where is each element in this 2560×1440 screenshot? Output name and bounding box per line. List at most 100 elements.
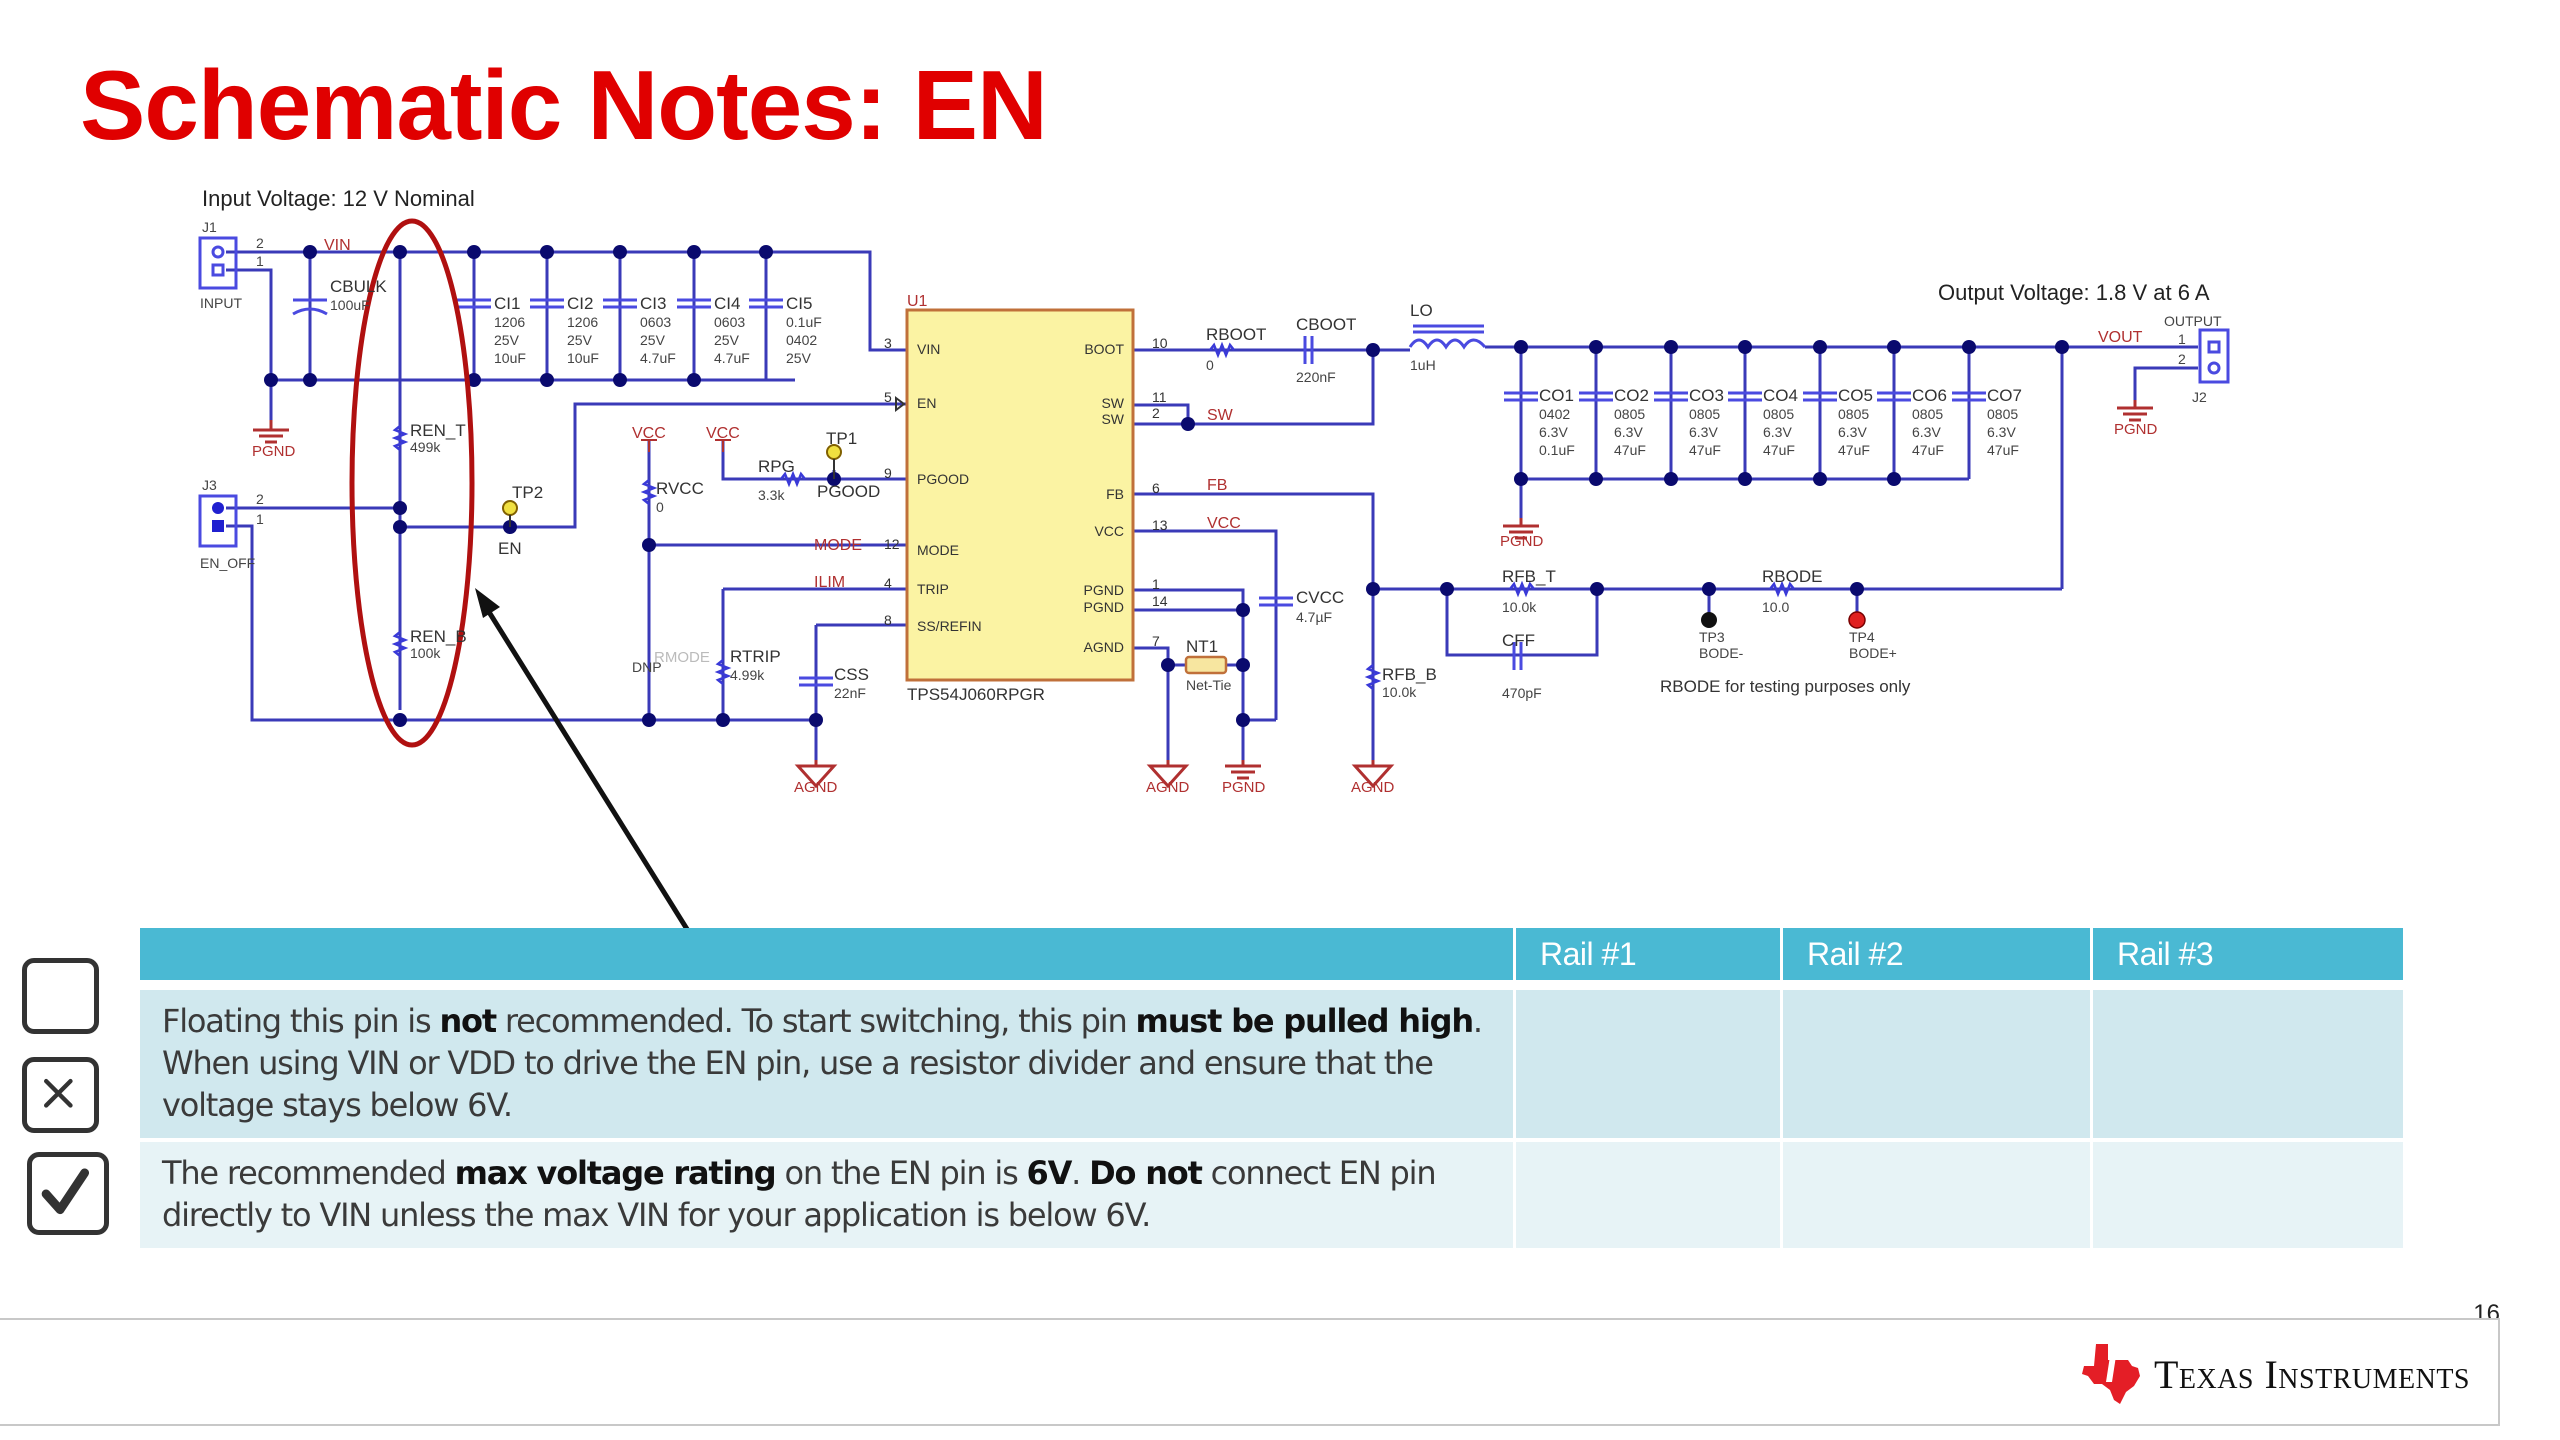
ren-t-ref: REN_T (410, 421, 466, 440)
input-cap-spec: 25V (714, 332, 740, 348)
output-cap-spec: 6.3V (1912, 424, 1941, 440)
emphasis-text: must be pulled high (1135, 1002, 1475, 1040)
output-cap-spec: 47uF (1838, 442, 1870, 458)
rpg-value: 3.3k (758, 487, 785, 503)
output-voltage-label: Output Voltage: 1.8 V at 6 A (1938, 280, 2210, 305)
cvcc-ref: CVCC (1296, 588, 1344, 607)
rail-3-cell[interactable] (2093, 990, 2403, 1138)
table-row: Floating this pin is not recommended. To… (140, 990, 2403, 1138)
pgnd-label-j2: PGND (2114, 421, 2158, 438)
en-port-arrow (895, 396, 906, 412)
output-cap-spec: 0805 (1614, 406, 1645, 422)
schematic-diagram: Input Voltage: 12 V Nominal Output Volta… (198, 186, 2230, 796)
tp2-testpoint (502, 500, 518, 516)
j2-pin2: 2 (2178, 351, 2186, 367)
connector-j2 (2198, 328, 2230, 384)
connector-j3 (198, 494, 238, 548)
u1-pin-number: 2 (1152, 405, 1160, 421)
output-cap-spec: 47uF (1689, 442, 1721, 458)
j2-ref: J2 (2192, 389, 2207, 405)
rfb-t-ref: RFB_T (1502, 567, 1556, 586)
rail-1-cell[interactable] (1516, 1138, 1780, 1248)
ren-t-value: 499k (410, 439, 441, 455)
input-cap-labels: CI1120625V10uFCI2120625V10uFCI3060325V4.… (494, 294, 822, 366)
input-cap-ref: CI4 (714, 294, 740, 313)
output-cap-spec: 0805 (1763, 406, 1794, 422)
output-cap-ref: CO1 (1539, 386, 1574, 405)
u1-pin-number: 9 (884, 465, 892, 481)
tp1-ref: TP1 (826, 429, 857, 448)
cbulk-ref: CBULK (330, 277, 387, 296)
agnd-label-u1: AGND (1146, 779, 1190, 796)
en-notes-table: Rail #1 Rail #2 Rail #3 Floating this pi… (137, 928, 2406, 1248)
u1-pin-number: 4 (884, 575, 892, 591)
nt1-ref: NT1 (1186, 637, 1218, 656)
rpg-ref: RPG (758, 457, 795, 476)
output-cap-ref: CO3 (1689, 386, 1724, 405)
rail-3-cell[interactable] (2093, 1138, 2403, 1248)
nt1-value: Net-Tie (1186, 677, 1232, 693)
u1-pin-number: 3 (884, 335, 892, 351)
note-text-segment: recommended. To start switching, this pi… (495, 1002, 1136, 1040)
rail-2-cell[interactable] (1783, 1138, 2090, 1248)
u1-pin-name: MODE (917, 542, 959, 558)
net-vcc: VCC (1207, 515, 1241, 532)
tp2-ref: TP2 (512, 483, 543, 502)
checkbox-x-icon[interactable] (22, 1057, 99, 1133)
emphasis-text: max voltage rating (454, 1154, 777, 1192)
output-capacitor-symbols (799, 324, 1986, 687)
u1-pin-number: 1 (1152, 576, 1160, 592)
ren-b-value: 100k (410, 645, 441, 661)
tp1-net-pgood: PGOOD (817, 482, 880, 501)
rmode-ref: RMODE (654, 649, 710, 666)
tp4-name: BODE+ (1849, 645, 1897, 661)
net-tie-symbol (1184, 655, 1228, 675)
output-cap-spec: 6.3V (1689, 424, 1718, 440)
note-text: The recommended max voltage rating on th… (140, 1138, 1513, 1248)
ti-texas-logo-icon (2081, 1344, 2140, 1404)
input-cap-spec: 4.7uF (640, 350, 676, 366)
output-cap-spec: 6.3V (1763, 424, 1792, 440)
rtrip-ref: RTRIP (730, 647, 781, 666)
vcc-supply-symbol (641, 439, 657, 452)
checkbox-check-icon[interactable] (27, 1152, 109, 1235)
note-text-segment: on the EN pin is (775, 1154, 1027, 1192)
j3-pin2: 2 (256, 491, 264, 507)
output-cap-ref: CO5 (1838, 386, 1873, 405)
u1-pin-number: 7 (1152, 633, 1160, 649)
u1-pin-name: PGOOD (917, 471, 969, 487)
input-cap-spec: 25V (786, 350, 812, 366)
rtrip-value: 4.99k (730, 667, 765, 683)
pgnd-label-u1: PGND (1222, 779, 1266, 796)
output-cap-spec: 0805 (1689, 406, 1720, 422)
tp2-net-en: EN (498, 539, 522, 558)
input-cap-ref: CI1 (494, 294, 520, 313)
input-cap-spec: 25V (567, 332, 593, 348)
rmode-dnp: DNP (632, 659, 662, 675)
rail-1-cell[interactable] (1516, 990, 1780, 1138)
net-vcc-2: VCC (706, 425, 740, 442)
cff-value: 470pF (1502, 685, 1542, 701)
u1-pin-number: 6 (1152, 480, 1160, 496)
u1-pin-number: 14 (1152, 593, 1168, 609)
output-cap-ref: CO2 (1614, 386, 1649, 405)
input-cap-spec: 0.1uF (786, 314, 822, 330)
note-text-segment: The recommended (162, 1154, 455, 1192)
header-rail-1: Rail #1 (1516, 928, 1780, 990)
checkbox-empty-icon[interactable] (22, 958, 99, 1034)
output-cap-spec: 6.3V (1614, 424, 1643, 440)
u1-pin-number: 11 (1152, 389, 1167, 405)
note-text: Floating this pin is not recommended. To… (140, 990, 1513, 1138)
table-header-row: Rail #1 Rail #2 Rail #3 (140, 928, 2403, 990)
input-cap-spec: 25V (640, 332, 666, 348)
rail-2-cell[interactable] (1783, 990, 2090, 1138)
table-row: The recommended max voltage rating on th… (140, 1138, 2403, 1248)
rfb-b-value: 10.0k (1382, 684, 1417, 700)
u1-pin-name: SW (1101, 395, 1124, 411)
output-cap-spec: 0402 (1539, 406, 1570, 422)
j1-pin2: 2 (256, 235, 264, 251)
output-cap-spec: 47uF (1763, 442, 1795, 458)
brand-name: Texas Instruments (2153, 1351, 2470, 1397)
u1-pin-name: AGND (1084, 639, 1124, 655)
output-cap-ref: CO4 (1763, 386, 1798, 405)
